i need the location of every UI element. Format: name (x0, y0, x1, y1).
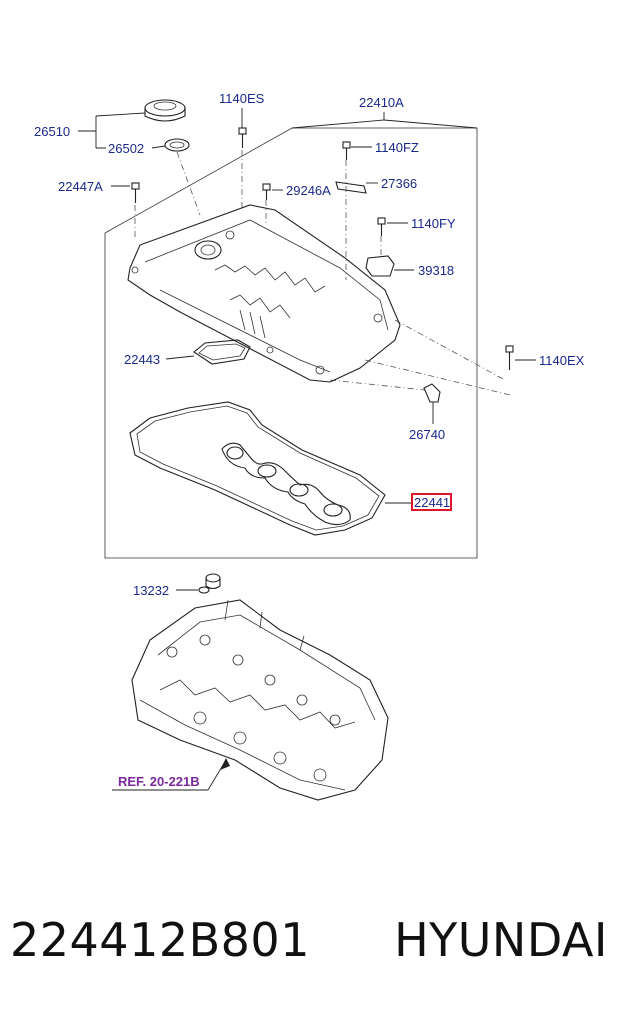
rocker-cover (127, 204, 401, 383)
gasket-22441 (129, 401, 412, 536)
label-1140ex: 1140EX (539, 353, 585, 368)
sensor-39318 (365, 255, 414, 277)
part-13232 (176, 573, 221, 594)
label-26740: 26740 (409, 427, 445, 442)
caption-bar: 224412B801 HYUNDAI (0, 905, 620, 975)
reference-arrow (112, 758, 230, 791)
label-22441[interactable]: 22441 (414, 495, 450, 510)
gasket-22443 (165, 339, 251, 365)
cylinder-head (131, 599, 389, 801)
assembly-frame (104, 127, 478, 559)
oil-filler-cap (144, 99, 186, 122)
label-1140fz: 1140FZ (375, 140, 419, 155)
bracket-27366 (335, 181, 378, 194)
sensor-26740 (423, 383, 441, 424)
label-39318: 39318 (418, 263, 454, 278)
label-1140es: 1140ES (219, 91, 265, 106)
filler-cap-gasket (164, 138, 190, 152)
parts-diagram: 26510 26502 1140ES 22410A 1140FZ 22447A … (34, 91, 585, 801)
highlight-box (411, 493, 452, 511)
label-1140fy: 1140FY (411, 216, 456, 231)
bolt-1140fz (342, 141, 372, 160)
bolt-22447a (111, 182, 140, 203)
label-22443: 22443 (124, 352, 160, 367)
bolt-1140fy (377, 217, 408, 236)
label-26510: 26510 (34, 124, 70, 139)
label-22447a: 22447A (58, 179, 103, 194)
bolt-1140ex (505, 345, 536, 370)
brand-name: HYUNDAI (394, 913, 608, 967)
label-29246a: 29246A (286, 183, 331, 198)
spark-plug-seal-row (221, 442, 351, 526)
reference-label[interactable]: REF. 20-221B (118, 774, 200, 789)
label-26502: 26502 (108, 141, 144, 156)
part-number: 224412B801 (10, 913, 310, 967)
bolt-1140es (238, 108, 247, 148)
label-27366: 27366 (381, 176, 417, 191)
bolt-29246a (262, 183, 283, 200)
label-22410a: 22410A (359, 95, 404, 110)
label-13232: 13232 (133, 583, 169, 598)
